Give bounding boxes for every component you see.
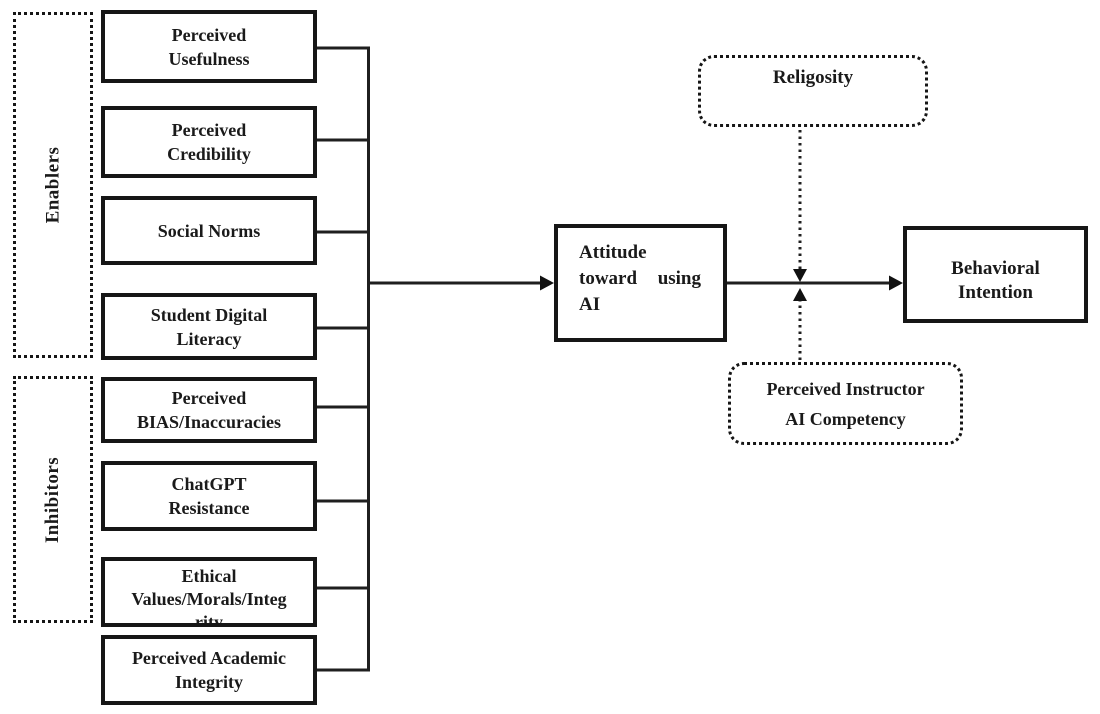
factor-label: Perceived [171,24,247,45]
arrow-attitude-to-intention [727,275,903,291]
factor-label: Integrity [175,672,243,692]
factor-box-perceived-bias-inaccuracies: Perceived BIAS/Inaccuracies [101,377,317,443]
factor-label: rity [195,612,223,627]
factor-box-student-digital-literacy: Student Digital Literacy [101,293,317,360]
enablers-label: Enablers [42,146,64,224]
inhibitors-group-box: Inhibitors [13,376,93,623]
attitude-label-line1: Attitude [579,242,647,263]
factor-label: Perceived [171,388,247,408]
factor-label: Usefulness [168,48,250,69]
attitude-box: Attitude toward using AI [554,224,727,342]
arrow-bus-to-attitude [369,275,554,291]
factor-label: Literacy [176,328,242,349]
factor-box-perceived-credibility: Perceived Credibility [101,106,317,178]
religosity-box: Religosity [698,55,928,127]
outcome-label: Intention [958,281,1033,303]
factor-connectors [315,46,370,672]
factor-box-perceived-academic-integrity: Perceived Academic Integrity [101,635,317,705]
factor-label: Values/Morals/Integ [131,589,287,609]
factor-box-perceived-usefulness: Perceived Usefulness [101,10,317,83]
factor-box-chatgpt-resistance: ChatGPT Resistance [101,461,317,531]
instructor-competency-label: AI Competency [785,408,906,429]
behavioral-intention-box: Behavioral Intention [903,226,1088,323]
factor-label: Social Norms [157,220,261,241]
factor-label: Student Digital [150,304,268,325]
factor-box-ethical-values: Ethical Values/Morals/Integ rity [101,557,317,627]
factor-label: Perceived [171,120,247,140]
attitude-word-using: using [657,268,701,289]
inhibitors-label: Inhibitors [42,456,63,543]
factor-label: Ethical [181,566,237,586]
arrow-religosity-moderation [793,130,807,282]
attitude-label-line2: toward using [579,266,701,292]
attitude-label-line3: AI [579,294,601,315]
enablers-group-box: Enablers [13,12,93,358]
factor-box-social-norms: Social Norms [101,196,317,265]
factor-label: BIAS/Inaccuracies [137,412,281,432]
instructor-ai-competency-box: Perceived Instructor AI Competency [728,362,963,445]
factor-label: Credibility [167,144,251,164]
outcome-label: Behavioral [951,257,1040,279]
instructor-competency-label: Perceived Instructor [766,378,925,399]
factor-label: Resistance [168,498,250,518]
religosity-label: Religosity [772,67,854,88]
attitude-word-toward: toward [579,268,638,289]
factor-label: ChatGPT [171,474,247,494]
factor-label: Perceived Academic [131,648,287,668]
arrow-instructor-competency-moderation [793,288,807,360]
